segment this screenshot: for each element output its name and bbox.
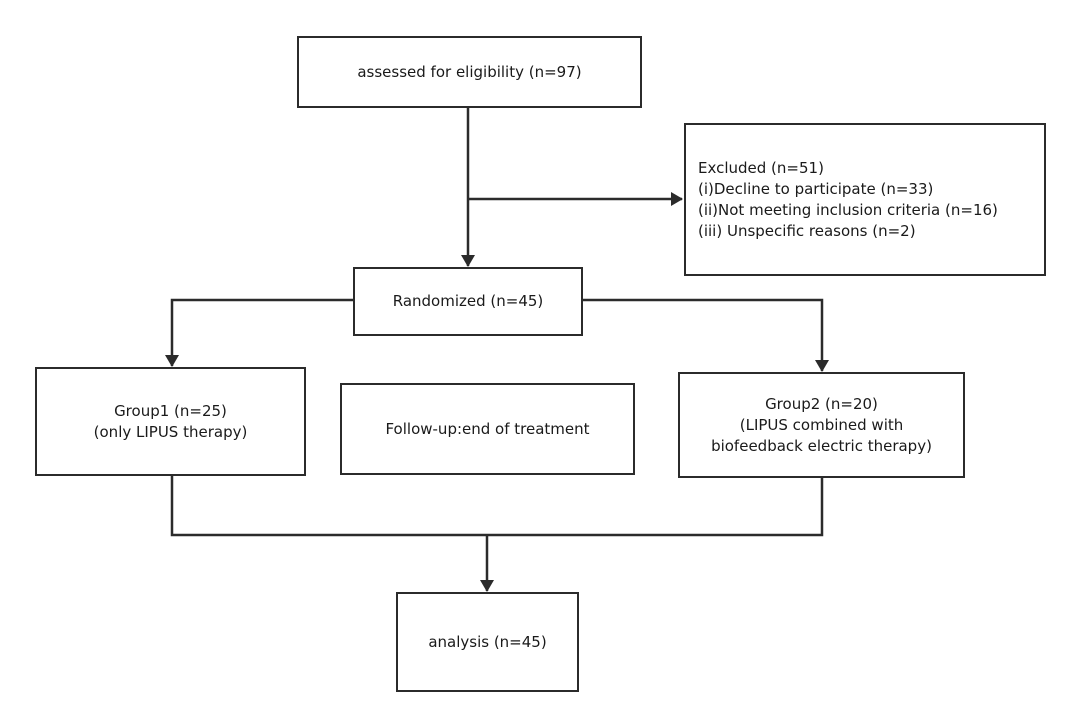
group1-line: Group1 (n=25) bbox=[114, 401, 227, 420]
analysis-label: analysis (n=45) bbox=[428, 632, 547, 651]
randomized-label: Randomized (n=45) bbox=[392, 292, 544, 310]
connector-group1-merge bbox=[170, 475, 824, 537]
group2-box: Group2 (n=20) (LIPUS combined with biofe… bbox=[678, 372, 965, 478]
group2-line: Group2 (n=20) bbox=[765, 394, 878, 413]
assessed-box: assessed for eligibility (n=97) bbox=[297, 36, 642, 108]
arrow-randomized-to-group2 bbox=[582, 298, 829, 372]
group1-box: Group1 (n=25) (only LIPUS therapy) bbox=[35, 367, 306, 476]
arrow-randomized-to-group1 bbox=[165, 298, 354, 367]
assessed-label: assessed for eligibility (n=97) bbox=[357, 62, 582, 81]
excluded-box: Excluded (n=51) (i)Decline to participat… bbox=[684, 123, 1046, 276]
followup-label: Follow-up:end of treatment bbox=[385, 419, 590, 438]
followup-box: Follow-up:end of treatment bbox=[340, 383, 635, 475]
excluded-line: (ii)Not meeting inclusion criteria (n=16… bbox=[698, 200, 998, 219]
group2-line: biofeedback electric therapy) bbox=[711, 436, 932, 455]
excluded-line: Excluded (n=51) bbox=[698, 158, 824, 177]
excluded-line: (i)Decline to participate (n=33) bbox=[698, 179, 934, 198]
analysis-box: analysis (n=45) bbox=[396, 592, 579, 692]
excluded-line: (iii) Unspecific reasons (n=2) bbox=[698, 221, 916, 240]
group2-line: (LIPUS combined with bbox=[739, 415, 904, 434]
group1-line: (only LIPUS therapy) bbox=[93, 422, 248, 441]
randomized-box: Randomized (n=45) bbox=[353, 267, 583, 336]
